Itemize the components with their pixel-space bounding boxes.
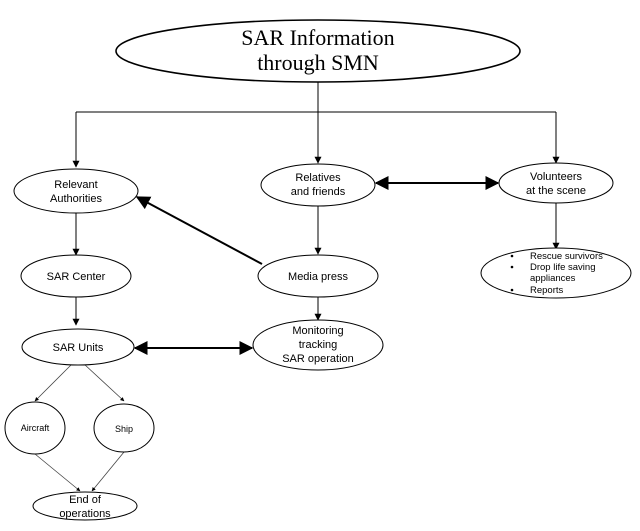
node-end-operations: End of operations bbox=[32, 491, 138, 521]
node-ship: Ship bbox=[93, 403, 155, 453]
sar-units-label: SAR Units bbox=[53, 342, 104, 354]
title-line-1: SAR Information bbox=[241, 25, 394, 50]
node-relevant-authorities: Relevant Authorities bbox=[13, 168, 139, 214]
node-media-press: Media press bbox=[257, 254, 379, 298]
bullet-icon bbox=[510, 254, 514, 258]
monitoring-line-3: SAR operation bbox=[282, 353, 354, 365]
volunteers-line-2: at the scene bbox=[526, 185, 586, 197]
edge-units-ship bbox=[83, 363, 125, 402]
node-relatives-friends: Relatives and friends bbox=[260, 163, 376, 207]
title-node: SAR Information through SMN bbox=[115, 19, 521, 83]
task-reports: Reports bbox=[530, 285, 564, 296]
node-monitoring: Monitoring tracking SAR operation bbox=[252, 319, 384, 371]
end-operations-line-2: operations bbox=[59, 508, 111, 520]
ship-label: Ship bbox=[115, 424, 133, 434]
sar-center-label: SAR Center bbox=[47, 271, 106, 283]
media-press-label: Media press bbox=[288, 271, 348, 283]
relatives-friends-line-2: and friends bbox=[291, 186, 346, 198]
task-appliances: appliances bbox=[530, 273, 576, 284]
node-volunteers: Volunteers at the scene bbox=[498, 162, 614, 204]
monitoring-line-1: Monitoring bbox=[292, 325, 343, 337]
node-sar-center: SAR Center bbox=[20, 254, 132, 298]
node-volunteer-tasks: Rescue survivors Drop life saving applia… bbox=[480, 247, 632, 299]
node-sar-units: SAR Units bbox=[21, 328, 135, 366]
title-line-2: through SMN bbox=[257, 50, 379, 75]
edge-aircraft-end bbox=[34, 453, 81, 492]
relevant-authorities-line-2: Authorities bbox=[50, 193, 102, 205]
node-aircraft: Aircraft bbox=[4, 401, 66, 455]
task-drop-life-saving: Drop life saving bbox=[530, 262, 595, 273]
volunteers-line-1: Volunteers bbox=[530, 171, 582, 183]
task-rescue-survivors: Rescue survivors bbox=[530, 251, 603, 262]
relevant-authorities-line-1: Relevant bbox=[54, 179, 97, 191]
bullet-icon bbox=[510, 265, 514, 269]
bullet-icon bbox=[510, 288, 514, 292]
edges bbox=[34, 82, 560, 492]
edge-media-authorities bbox=[135, 196, 263, 265]
aircraft-label: Aircraft bbox=[21, 423, 50, 433]
edge-ship-end bbox=[91, 451, 125, 492]
relatives-friends-line-1: Relatives bbox=[295, 172, 341, 184]
edge-units-aircraft bbox=[34, 363, 73, 402]
monitoring-line-2: tracking bbox=[299, 339, 338, 351]
end-operations-line-1: End of bbox=[69, 494, 102, 506]
